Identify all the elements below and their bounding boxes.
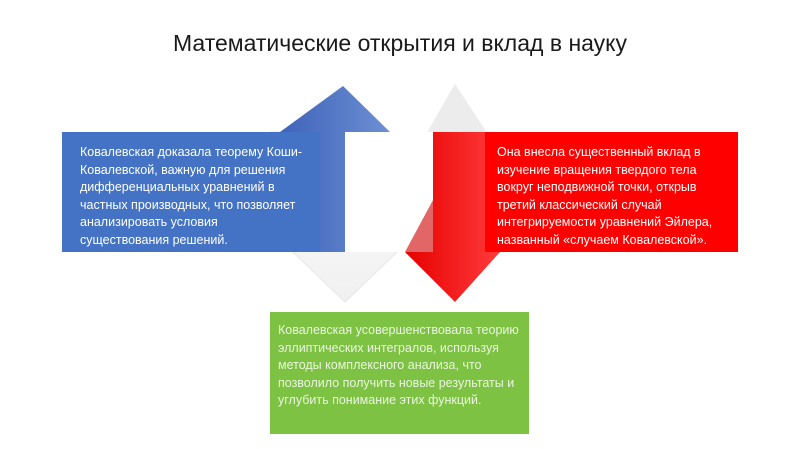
red-down-arrow [405,132,500,302]
green-box-text: Ковалевская усовершенствовала теорию элл… [278,323,519,407]
red-text-box: Она внесла существенный вклад в изучение… [485,132,738,252]
red-box-text: Она внесла существенный вклад в изучение… [497,145,713,247]
blue-box-text: Ковалевская доказала теорему Коши-Ковале… [80,145,303,247]
page-title: Математические открытия и вклад в науку [172,30,627,56]
blue-text-box: Ковалевская доказала теорему Коши-Ковале… [62,132,320,252]
green-text-box: Ковалевская усовершенствовала теорию элл… [270,312,529,434]
